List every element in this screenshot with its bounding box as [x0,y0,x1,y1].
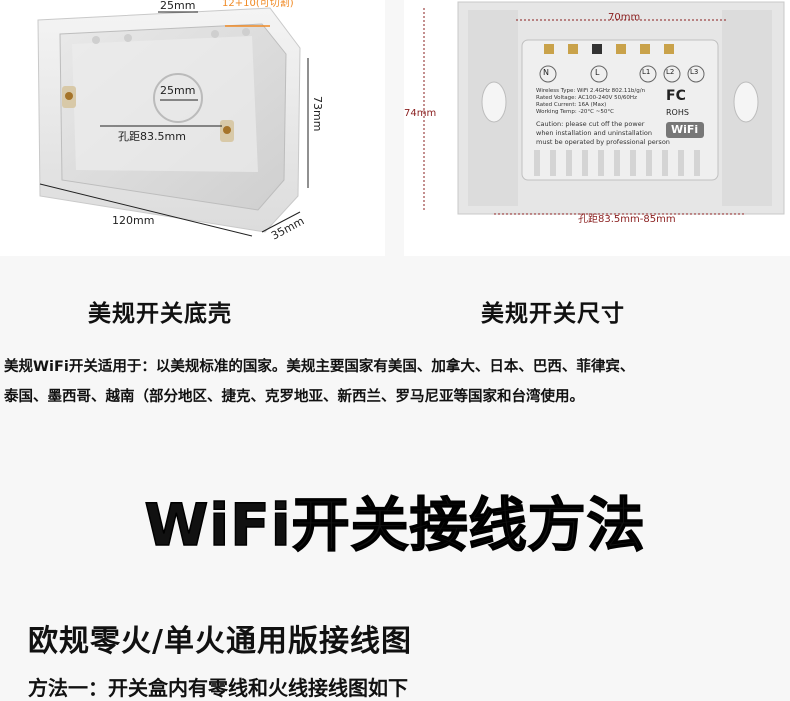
knockout-dim: 25mm [160,84,196,97]
spec-line: Rated Current: 16A (Max) [536,102,607,108]
paragraph-line-1: 美规WiFi开关适用于：以美规标准的国家。美规主要国家有美国、加拿大、日本、巴西… [4,359,635,375]
top-width-dim: 25mm [160,0,196,12]
switch-height-dim: 74mm [404,108,437,119]
switch-size-caption: 美规开关尺寸 [481,301,625,327]
wiring-method-title: WiFi开关接线方法 [144,490,646,560]
spec-line: Rated Voltage: AC100-240V 50/60Hz [536,95,637,101]
caution-line: must be operated by professional person [536,138,670,146]
terminal-l: L [595,68,600,77]
wifi-mark: WiFi [671,123,699,136]
caution-line: when installation and uninstallation [536,129,653,137]
spec-line: Working Temp: -20°C ~50°C [536,109,614,115]
switch-width-dim: 70mm [608,12,641,23]
terminal-l1: L1 [642,68,651,76]
length-dim: 120mm [112,214,155,227]
wiring-diagram-subtitle: 欧规零火/单火通用版接线图 [28,624,412,659]
wall-box-caption: 美规开关底壳 [88,301,232,327]
switch-hole-distance-dim: 孔距83.5mm-85mm [578,214,676,225]
product-photos: 25mm 12+10(可切割) 25mm 孔距83.5mm 73mm 120mm… [0,0,790,258]
switch-back-drawing [423,1,785,215]
rohs-mark: ROHS [666,108,689,117]
hole-distance-dim: 孔距83.5mm [118,130,186,143]
height-dim: 73mm [311,96,324,132]
spec-line: Wireless Type: WiFi 2.4GHz 802.11b/g/n [536,88,646,94]
fc-mark: FC [666,88,686,104]
caution-label: Caution: please cut off the power when i… [536,120,670,147]
spec-label: Wireless Type: WiFi 2.4GHz 802.11b/g/n R… [536,88,645,116]
terminal-l3: L3 [690,68,699,76]
wall-box-drawing [37,7,309,237]
terminal-l2: L2 [666,68,675,76]
terminal-n: N [543,68,549,77]
paragraph-line-2: 泰国、墨西哥、越南（部分地区、捷克、克罗地亚、新西兰、罗马尼亚等国家和台湾使用。 [4,389,584,405]
terminal-screws [544,44,674,54]
applicable-countries-paragraph: 美规WiFi开关适用于：以美规标准的国家。美规主要国家有美国、加拿大、日本、巴西… [4,352,788,412]
caution-line: Caution: please cut off the power [536,120,645,128]
switch-back-photo: 70mm 74mm 孔距83.5mm-85mm N L L1 L2 L3 Wir… [404,0,790,256]
top-note-dim: 12+10(可切割) [222,0,294,9]
wall-box-photo: 25mm 12+10(可切割) 25mm 孔距83.5mm 73mm 120mm… [0,0,385,256]
